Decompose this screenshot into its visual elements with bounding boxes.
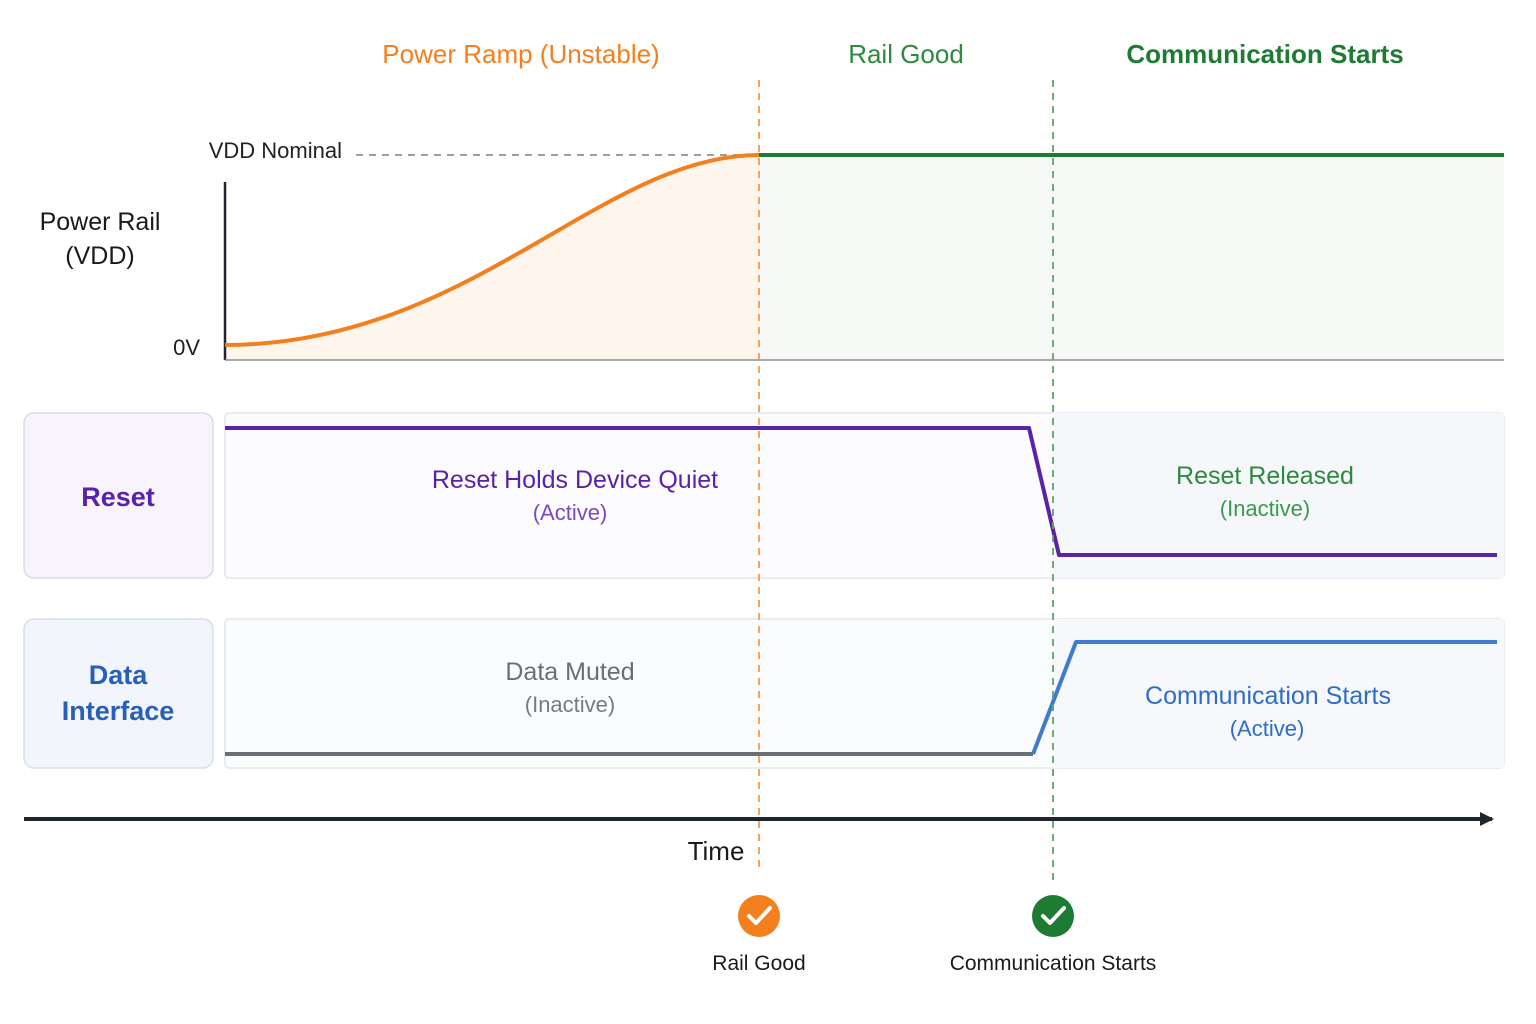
zero-volt-label: 0V (173, 335, 200, 360)
data-active-waveform (1031, 640, 1497, 755)
phase-label-communication-starts: Communication Starts (1126, 39, 1403, 69)
data-active-sublabel: (Active) (1230, 716, 1305, 741)
phase-label-rail-good: Rail Good (848, 39, 964, 69)
power-rail-subtitle: (VDD) (65, 242, 134, 270)
data-muted-label: Data Muted (505, 658, 634, 686)
reset-released-label: Reset Released (1176, 462, 1354, 490)
reset-active-sublabel: (Active) (533, 500, 608, 525)
data-lane-label-box (23, 618, 214, 769)
rail-good-check-icon (738, 895, 780, 937)
data-muted-sublabel: (Inactive) (525, 692, 615, 717)
rail-good-milestone-label: Rail Good (712, 952, 805, 975)
stable-area-fill (759, 155, 1504, 360)
ramp-area-fill (225, 155, 759, 360)
communication-milestone-label: Communication Starts (950, 952, 1157, 975)
reset-released-sublabel: (Inactive) (1220, 496, 1310, 521)
power-ramp-curve (224, 153, 760, 347)
vdd-nominal-label: VDD Nominal (209, 138, 342, 163)
time-axis-label: Time (688, 836, 745, 866)
data-lane-subtitle: Interface (62, 696, 175, 726)
phase-label-power-ramp: Power Ramp (Unstable) (382, 39, 659, 69)
reset-released-zone (1053, 413, 1504, 578)
data-lane-title: Data (89, 660, 149, 690)
communication-check-icon (1032, 895, 1074, 937)
reset-lane-label-box (23, 412, 214, 579)
reset-waveform (225, 426, 1497, 557)
data-active-label: Communication Starts (1145, 682, 1391, 710)
reset-lane-title: Reset (81, 482, 155, 512)
power-rail-title: Power Rail (40, 208, 161, 236)
reset-active-label: Reset Holds Device Quiet (432, 466, 718, 494)
